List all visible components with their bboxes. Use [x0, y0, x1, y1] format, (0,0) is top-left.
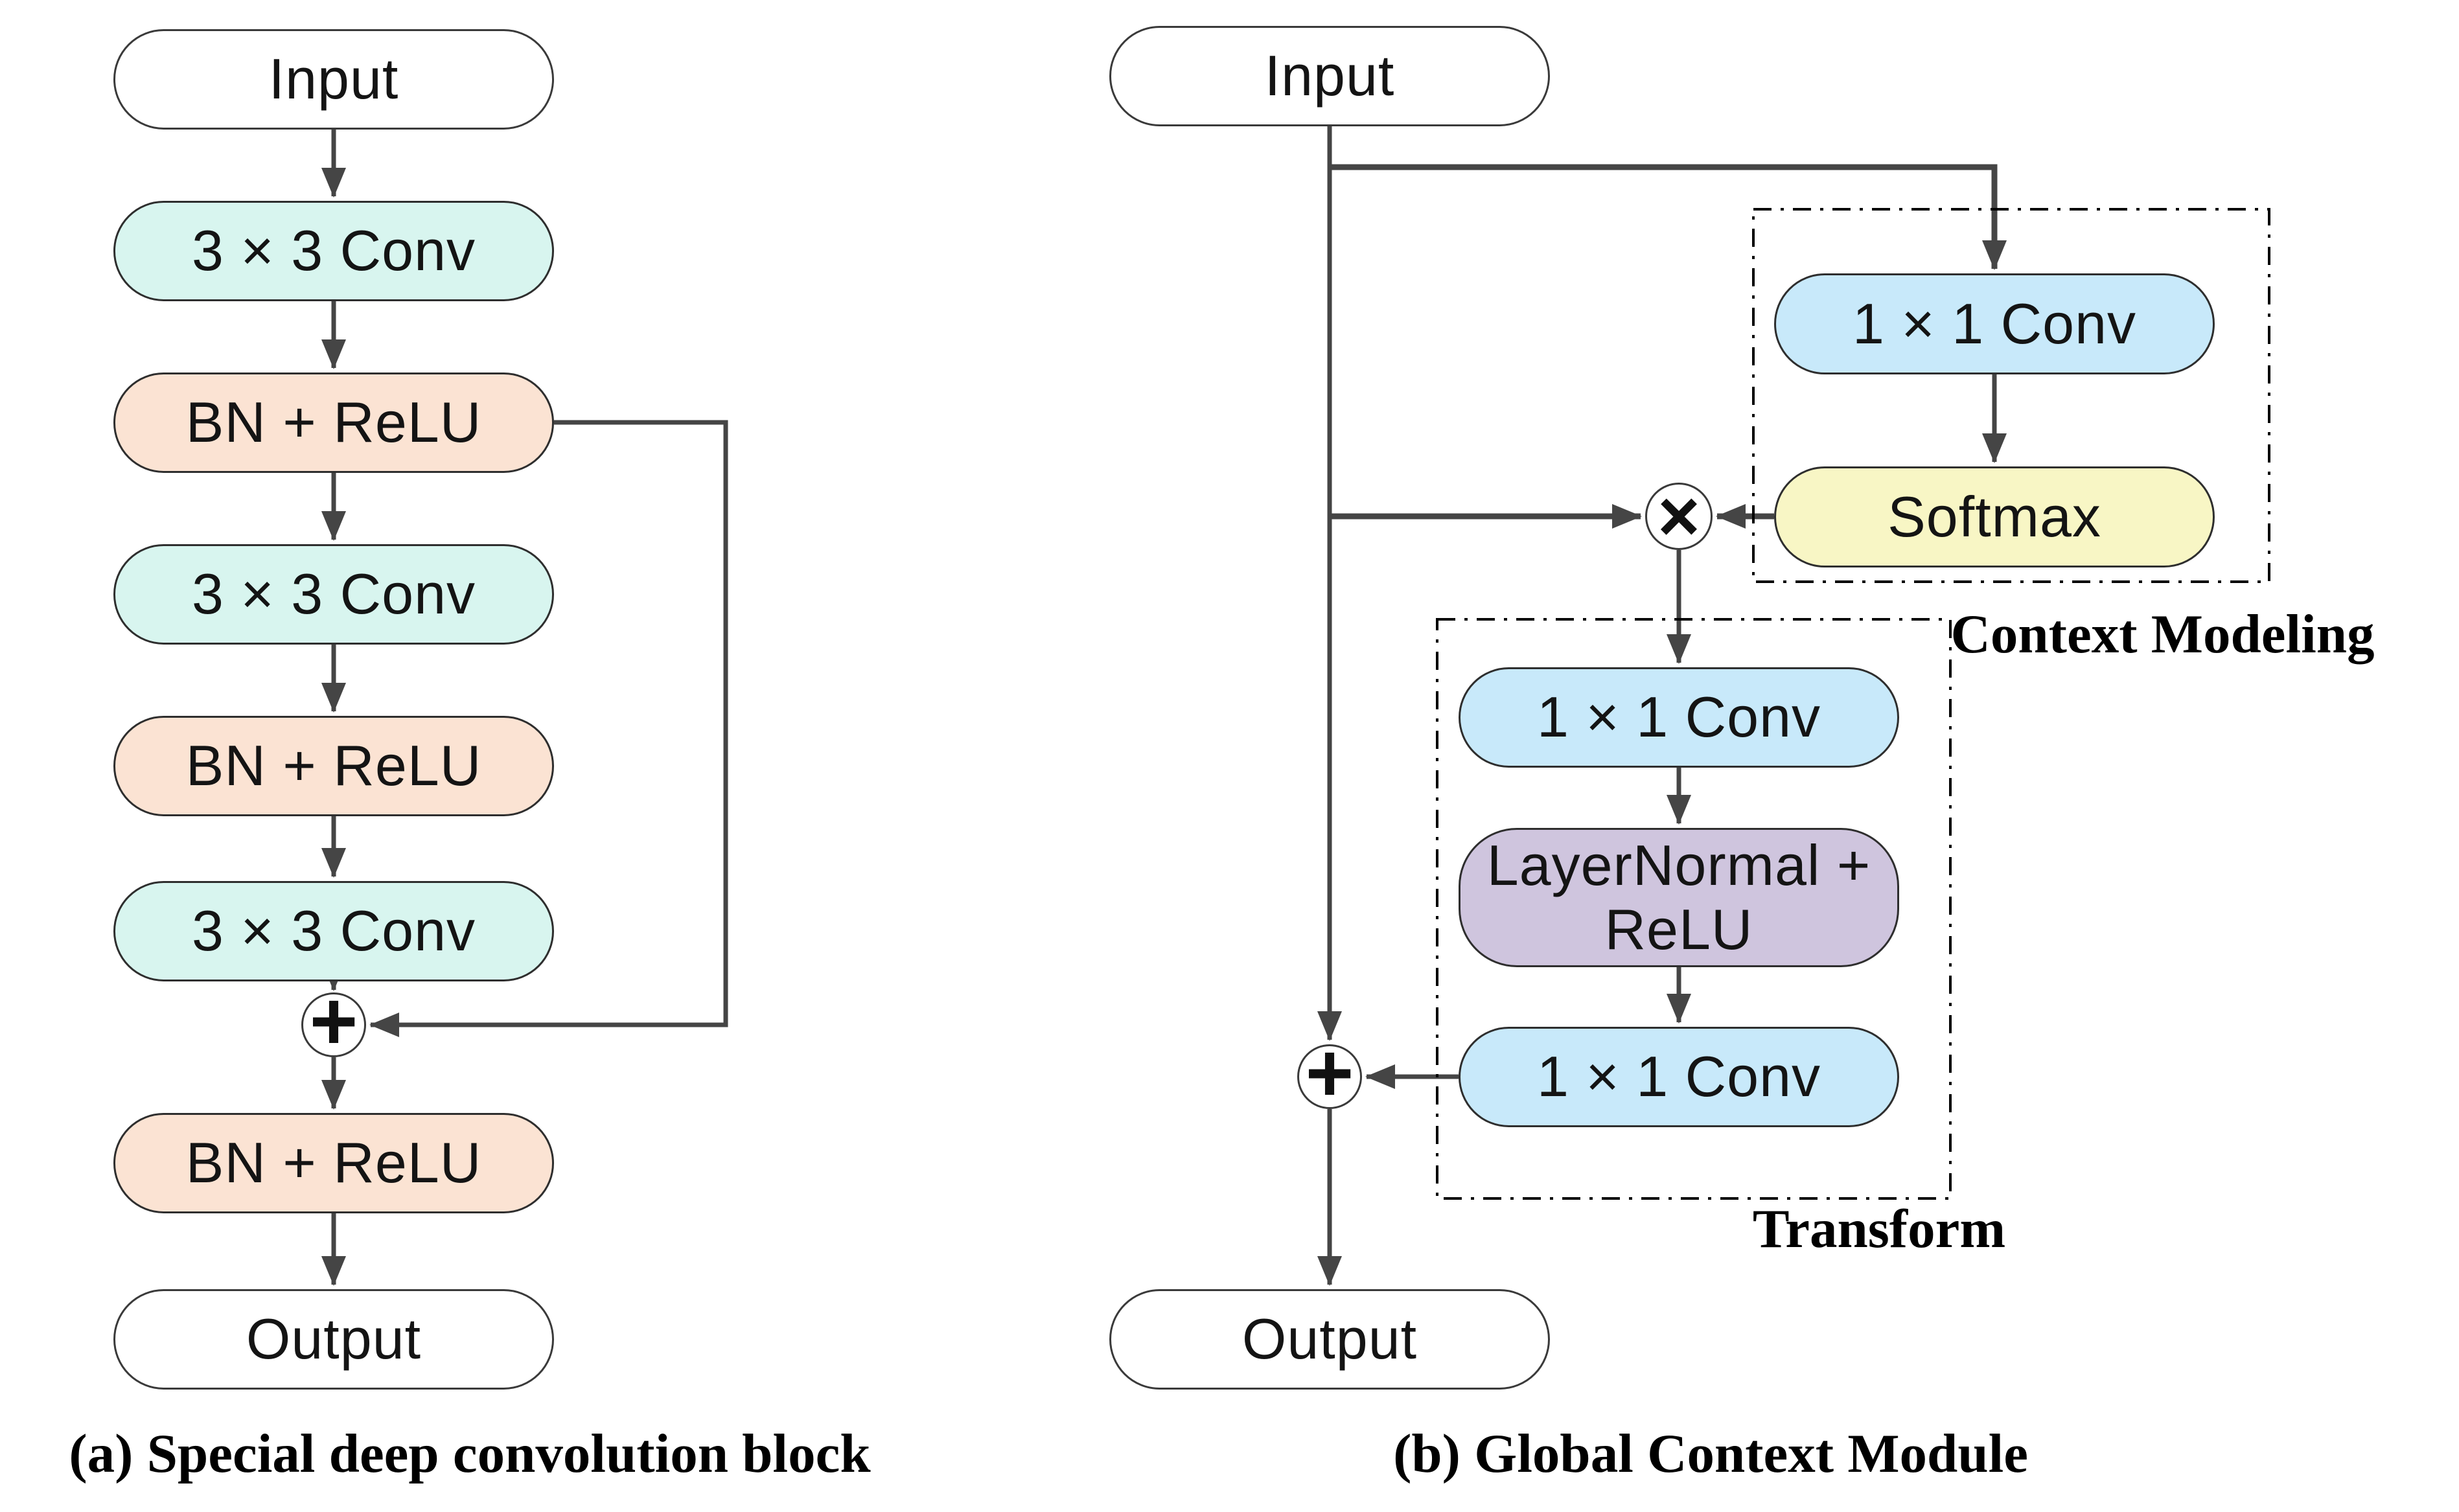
node-a-input-label: Input	[268, 47, 399, 111]
region-label-context-modeling: Context Modeling	[1950, 604, 2375, 665]
node-b-layernorm-line2: ReLU	[1604, 897, 1753, 961]
node-a-conv2-label: 3 × 3 Conv	[191, 562, 476, 626]
node-b-layernorm-line1: LayerNormal +	[1486, 832, 1871, 897]
node-b-transform-conv2: 1 × 1 Conv	[1459, 1027, 1899, 1127]
caption-panel-a: (a) Special deep convolution block	[69, 1423, 871, 1484]
node-b-transform-conv1: 1 × 1 Conv	[1459, 667, 1899, 768]
node-a-input: Input	[113, 29, 554, 130]
node-b-layernorm: LayerNormal + ReLU	[1459, 828, 1899, 967]
node-b-input-label: Input	[1264, 43, 1395, 108]
node-b-context-conv: 1 × 1 Conv	[1774, 273, 2215, 374]
region-label-transform: Transform	[1752, 1198, 2006, 1259]
branch-to-context-line	[1330, 164, 2007, 270]
node-b-softmax: Softmax	[1774, 466, 2215, 567]
add-symbol-b: +	[1305, 1027, 1354, 1119]
node-a-conv1: 3 × 3 Conv	[113, 201, 554, 301]
node-b-softmax-label: Softmax	[1888, 484, 2101, 549]
node-b-output-label: Output	[1241, 1307, 1418, 1371]
node-a-bn1-label: BN + ReLU	[185, 390, 482, 455]
skip-connection-line	[369, 420, 728, 1037]
node-a-bn3-label: BN + ReLU	[185, 1130, 482, 1195]
node-b-output: Output	[1109, 1289, 1550, 1390]
node-a-conv1-label: 3 × 3 Conv	[191, 218, 476, 283]
add-symbol-a: +	[309, 975, 358, 1068]
node-a-bn1: BN + ReLU	[113, 372, 554, 473]
multiply-symbol: ×	[1657, 475, 1700, 556]
node-a-conv2: 3 × 3 Conv	[113, 544, 554, 645]
node-a-output: Output	[113, 1289, 554, 1390]
node-b-context-conv-label: 1 × 1 Conv	[1852, 291, 2137, 356]
add-operator-icon-a: +	[301, 980, 366, 1063]
node-a-bn2-label: BN + ReLU	[185, 733, 482, 798]
node-a-bn2: BN + ReLU	[113, 716, 554, 816]
context-modeling-box	[1752, 208, 2270, 583]
node-a-conv3-label: 3 × 3 Conv	[191, 899, 476, 963]
node-a-conv3: 3 × 3 Conv	[113, 881, 554, 981]
node-b-input: Input	[1109, 26, 1550, 126]
node-a-output-label: Output	[246, 1307, 422, 1371]
node-a-bn3: BN + ReLU	[113, 1113, 554, 1213]
caption-panel-b: (b) Global Context Module	[1393, 1423, 2028, 1484]
node-b-transform-conv1-label: 1 × 1 Conv	[1536, 685, 1821, 750]
multiply-operator-icon: ×	[1645, 475, 1713, 556]
transform-box	[1436, 618, 1952, 1200]
add-operator-icon-b: +	[1297, 1032, 1362, 1115]
node-b-transform-conv2-label: 1 × 1 Conv	[1536, 1044, 1821, 1109]
